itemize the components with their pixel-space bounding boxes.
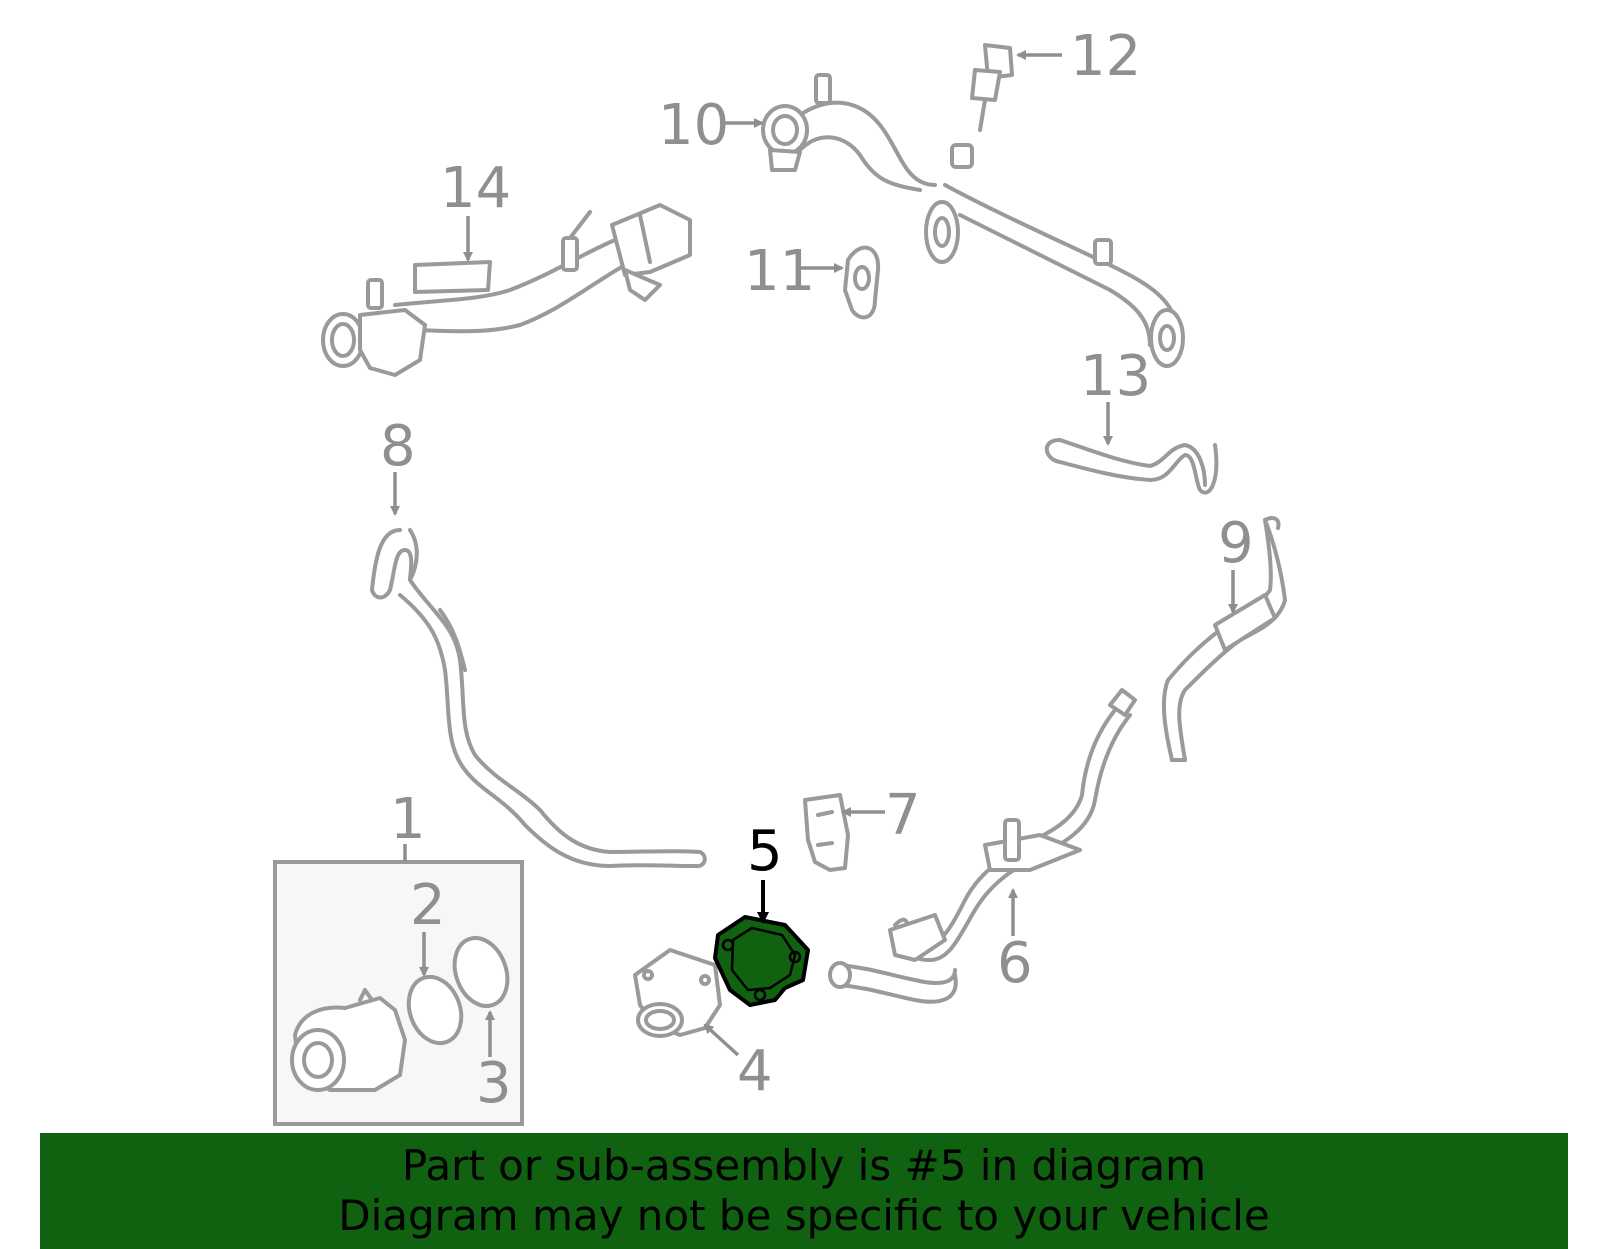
leader-arrows <box>390 50 1238 1057</box>
part-1-box <box>273 844 524 1126</box>
part-7-bracket <box>803 793 850 872</box>
part-14-pipe-assembly <box>321 203 692 377</box>
callout-8: 8 <box>380 414 416 479</box>
footer-banner: Part or sub-assembly is #5 in diagram Di… <box>40 1133 1568 1249</box>
footer-line-2: Diagram may not be specific to your vehi… <box>338 1191 1270 1240</box>
part-6-bypass-pipe <box>828 688 1137 1004</box>
callout-12: 12 <box>1070 24 1141 89</box>
callout-13: 13 <box>1080 344 1151 409</box>
part-2-o-ring <box>406 974 464 1046</box>
callout-numbers: 12 10 14 11 13 8 9 7 1 2 5 6 3 4 <box>380 24 1254 1116</box>
part-11-gasket <box>843 245 881 320</box>
callout-2: 2 <box>410 873 446 938</box>
part-1-water-pump <box>290 988 407 1092</box>
callout-3: 3 <box>476 1051 512 1116</box>
part-3-o-ring <box>452 936 510 1008</box>
callout-4: 4 <box>737 1039 773 1104</box>
part-13-hose <box>1044 438 1219 495</box>
footer-line-1: Part or sub-assembly is #5 in diagram <box>401 1141 1207 1190</box>
callout-6: 6 <box>997 931 1033 996</box>
callout-11: 11 <box>744 239 815 304</box>
part-8-hose <box>370 528 707 868</box>
callout-5: 5 <box>747 819 783 884</box>
part-4-thermostat-housing <box>633 948 722 1038</box>
callout-10: 10 <box>658 93 729 158</box>
part-10-water-pipe <box>761 73 1185 368</box>
callout-14: 14 <box>440 156 511 221</box>
part-9-hose <box>1161 516 1287 762</box>
callout-9: 9 <box>1218 511 1254 576</box>
callout-1: 1 <box>390 787 426 852</box>
part-12-temperature-sensor <box>970 43 1014 132</box>
part-5-thermostat-gasket <box>713 915 810 1007</box>
callout-7: 7 <box>885 783 921 848</box>
